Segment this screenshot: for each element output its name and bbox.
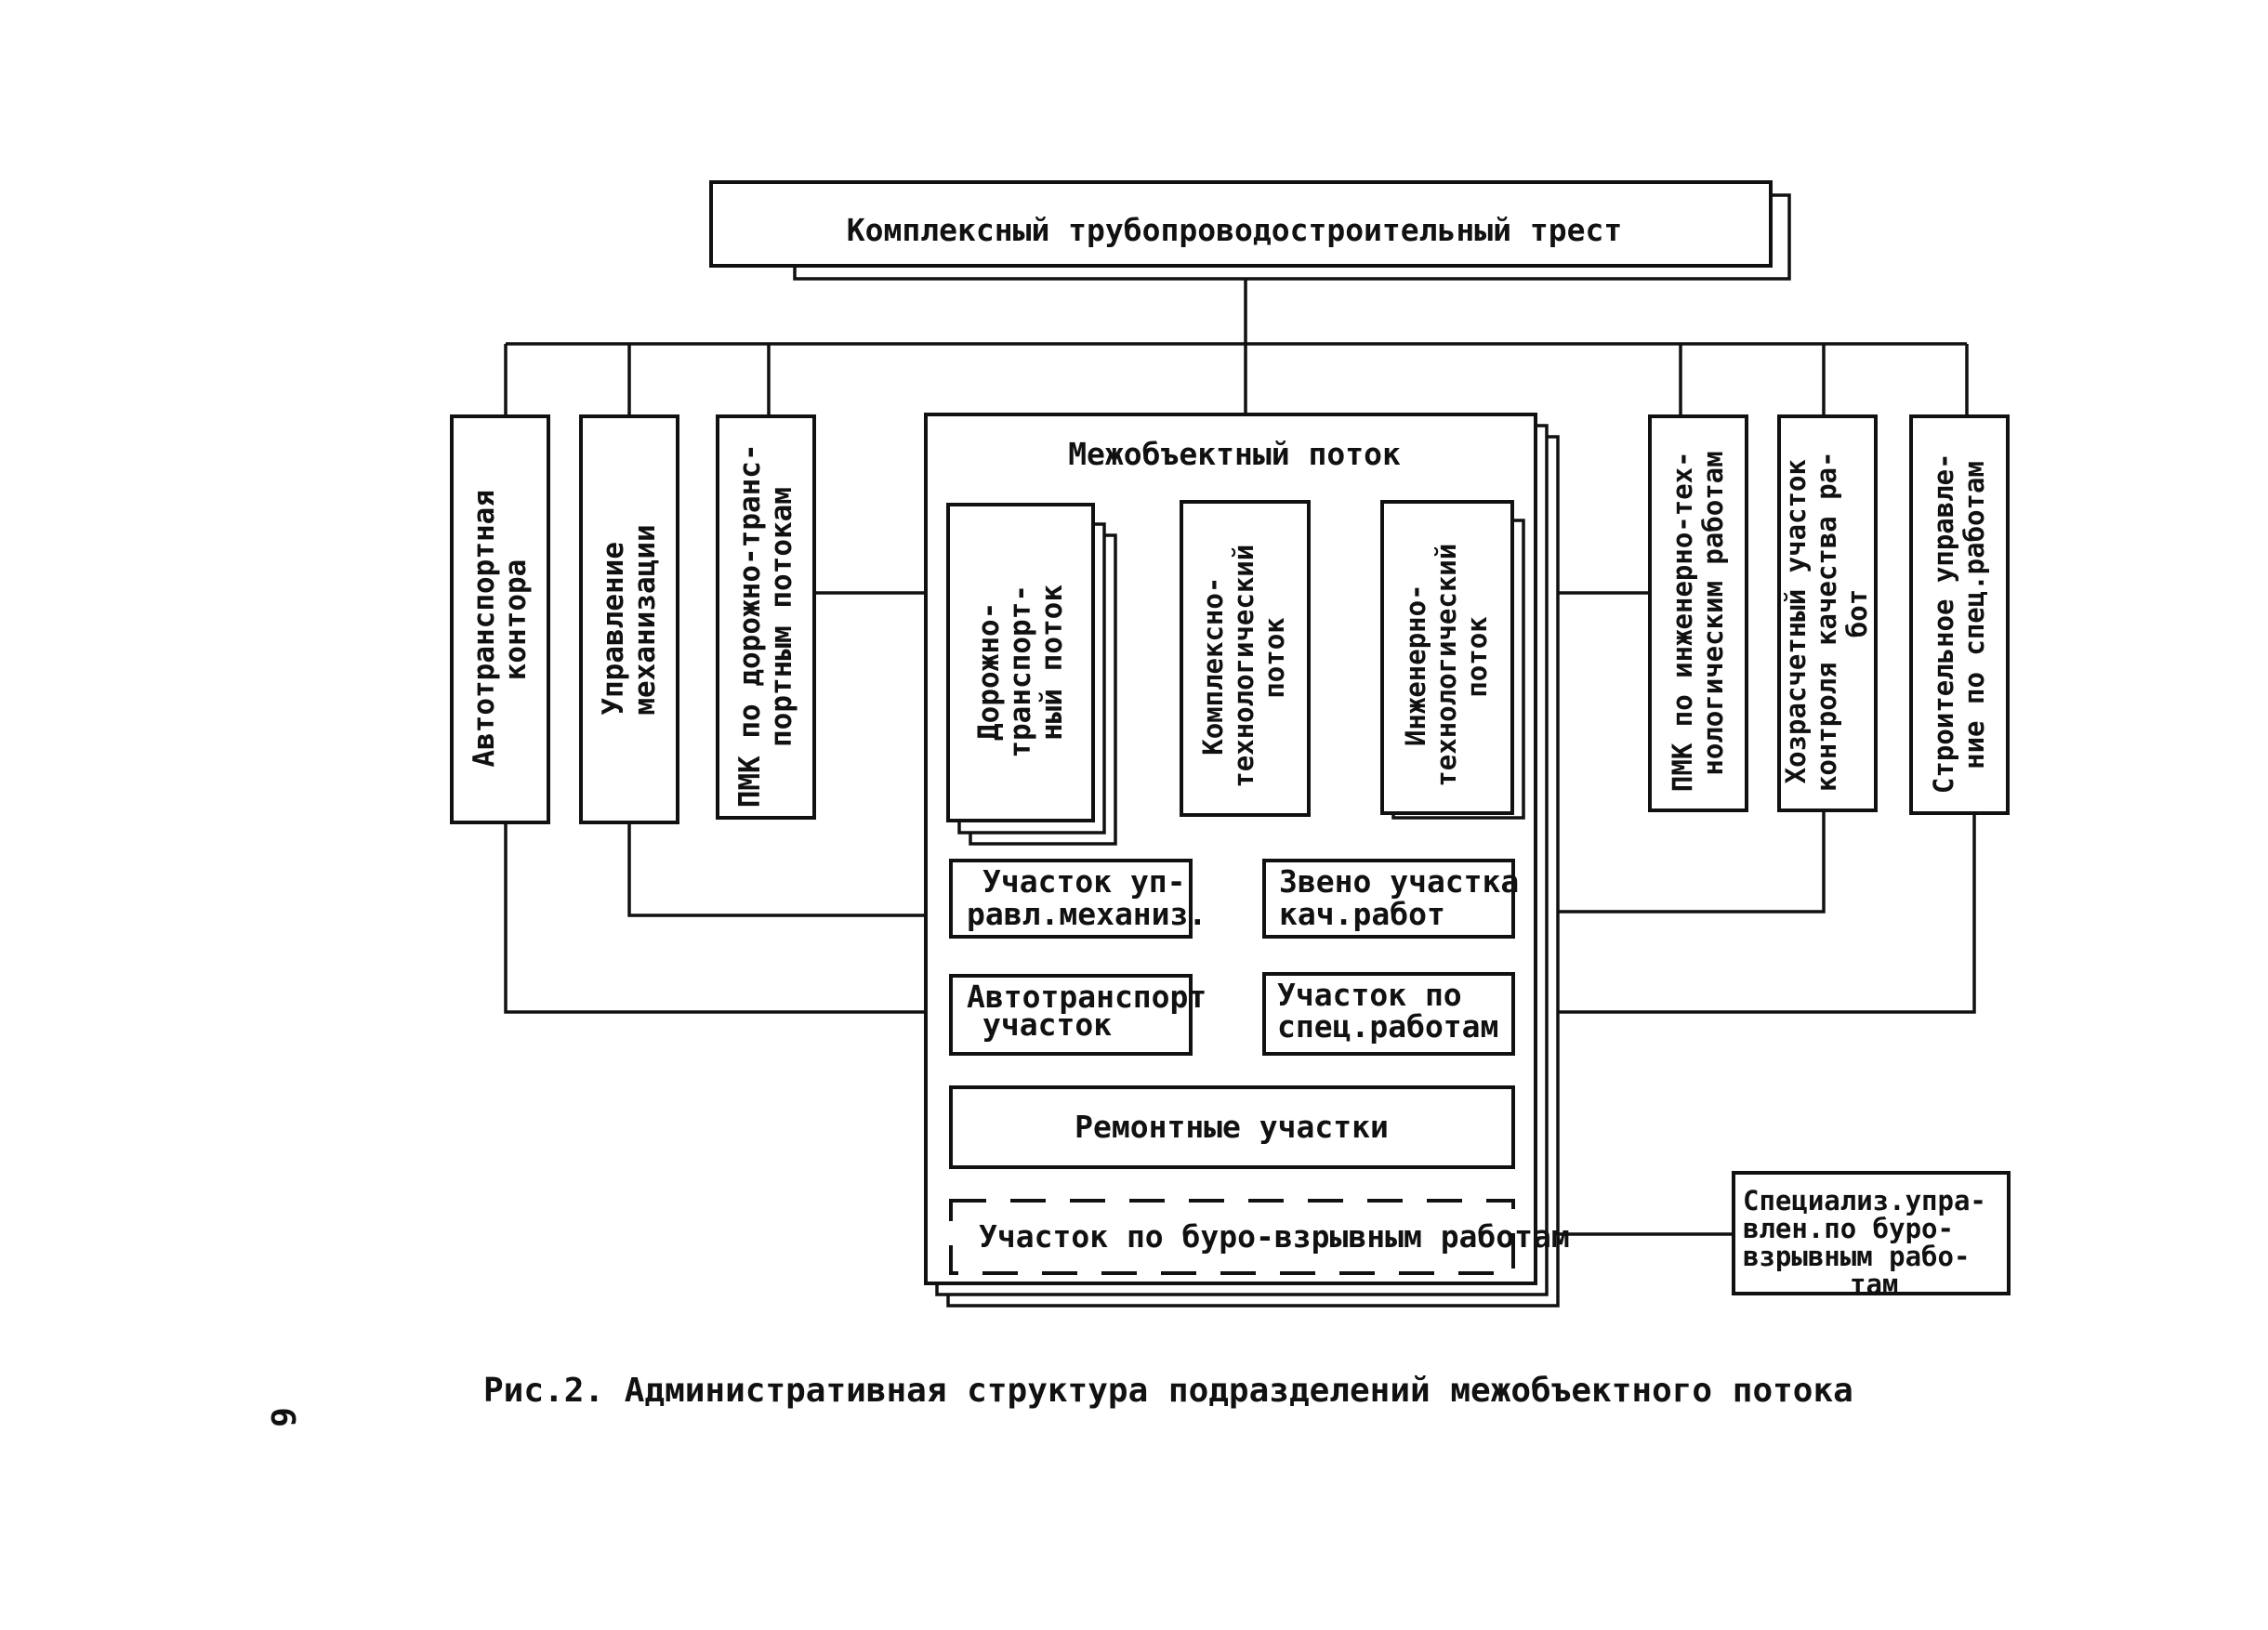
stream-label-line: технологический (1431, 544, 1462, 787)
section-label-line: равл.механиз. (967, 896, 1207, 932)
stream-label-line: транспорт- (1004, 585, 1037, 758)
section-special-works: Участок по спец.работам (1262, 972, 1515, 1056)
left-unit-label-line: контора (499, 559, 533, 681)
external-label-line: там (1850, 1269, 1898, 1300)
section-quality-link: Звено участка кач.работ (1262, 859, 1537, 939)
right-unit-engineering-pmk: ПМК по инженерно-тех- нологическим работ… (1648, 414, 1748, 812)
right-unit-label-line: Хозрасчетный участок (1780, 459, 1812, 783)
right-unit-label-line: бот (1841, 589, 1873, 638)
stream-label-line: поток (1259, 617, 1290, 698)
trust-title: Комплексный трубопроводостроительный тре… (847, 212, 1622, 248)
stream-label-line: технологический (1228, 545, 1259, 788)
section-label-line: участок (982, 1006, 1112, 1043)
repair-label: Ремонтные участки (1075, 1109, 1389, 1145)
svg-text:ПМК по дорожно-транс- по: ПМК по дорожно-транс- портным потокам (733, 427, 798, 808)
right-unit-label-line: контроля качества ра- (1811, 451, 1842, 792)
svg-text:Автотранспортная контора: Автотранспортная контора (468, 472, 533, 767)
left-unit-label-line: ПМК по дорожно-транс- (733, 443, 767, 808)
stream-engineering-technological: Инженерно- технологический поток (1380, 500, 1525, 820)
right-unit-label-line: Строительное управле- (1928, 453, 1959, 794)
section-label-line: Участок по (1277, 977, 1462, 1013)
stream-label-line: поток (1461, 616, 1493, 697)
flow-title: Межобъектный поток (1068, 436, 1401, 472)
stream-label-line: Инженерно- (1400, 584, 1431, 746)
section-label-line: Автотранспорт (967, 979, 1207, 1015)
section-label-line: спец.работам (1277, 1008, 1498, 1045)
left-unit-auto-office: Автотранспортная контора (450, 414, 550, 824)
stream-road-transport: Дорожно- транспорт- ный поток (946, 503, 1117, 846)
svg-text:ПМК по инженерно-тех- но: ПМК по инженерно-тех- нологическим работ… (1667, 435, 1729, 792)
left-unit-label-line: портным потокам (765, 487, 798, 747)
svg-text:Участок уп- равл.механиз: Участок уп- равл.механиз. (967, 863, 1207, 932)
left-unit-label-line: Управление (597, 542, 630, 716)
right-unit-label-line: нологическим работам (1697, 451, 1729, 775)
svg-text:Звено участка кач.работ: Звено участка кач.работ (1279, 863, 1537, 932)
external-label-line: влен.по буро- (1743, 1213, 1954, 1244)
section-repair: Ремонтные участки (949, 1085, 1515, 1169)
svg-text:Управление механизации: Управление механизации (597, 524, 662, 715)
svg-text:Комплексно- технологичес: Комплексно- технологический поток (1197, 528, 1290, 787)
svg-text:Участок по спец.работам: Участок по спец.работам (1277, 977, 1498, 1045)
section-label-line: кач.работ (1279, 896, 1445, 932)
figure-caption: Рис.2. Административная структура подраз… (483, 1372, 1853, 1410)
stream-label-line: ный поток (1035, 585, 1069, 741)
svg-text:Дорожно- транспорт-: Дорожно- транспорт- ный поток (972, 567, 1069, 757)
connector-lines (504, 279, 1976, 1236)
stream-label-line: Дорожно- (972, 602, 1006, 741)
section-mechanization: Участок уп- равл.механиз. (949, 859, 1207, 939)
left-unit-label-line: Автотранспортная (468, 490, 501, 768)
left-unit-mechanization: Управление механизации (579, 414, 679, 824)
svg-text:Инженерно- технологическ: Инженерно- технологический поток (1400, 527, 1493, 786)
left-unit-label-line: механизации (628, 524, 662, 715)
section-label-line: Участок уп- (982, 863, 1186, 900)
external-blasting-management: Специализ.упра- влен.по буро- взрывным р… (1732, 1171, 2011, 1300)
svg-text:Автотранспорт участок: Автотранспорт участок (967, 979, 1225, 1043)
right-unit-special-works: Строительное управле- ние по спец.работа… (1909, 414, 2010, 815)
page-number: 9 (266, 1407, 304, 1427)
right-unit-quality-section: Хозрасчетный участок контроля качества р… (1777, 414, 1878, 812)
section-auto-transport: Автотранспорт участок (949, 974, 1225, 1056)
right-unit-label-line: ПМК по инженерно-тех- (1667, 451, 1698, 792)
external-label-line: взрывным рабо- (1743, 1241, 1970, 1272)
trust-box: Комплексный трубопроводостроительный тре… (709, 180, 1791, 281)
section-blasting: Участок по буро-взрывным работам (949, 1199, 1570, 1275)
blasting-label: Участок по буро-взрывным работам (979, 1218, 1570, 1255)
svg-text:Специализ.упра- влен.по: Специализ.упра- влен.по буро- взрывным р… (1743, 1185, 2002, 1300)
external-label-line: Специализ.упра- (1743, 1185, 1986, 1216)
right-unit-label-line: ние по спец.работам (1958, 461, 1990, 769)
section-label-line: Звено участка (1279, 863, 1519, 900)
svg-text:Строительное управле- ни: Строительное управле- ние по спец.работа… (1928, 437, 1990, 794)
left-unit-road-pmk: ПМК по дорожно-транс- портным потокам (716, 414, 816, 820)
svg-text:Хозрасчетный участок кон: Хозрасчетный участок контроля качества р… (1780, 435, 1873, 792)
stream-complex-technological: Комплексно- технологический поток (1180, 500, 1311, 817)
stream-label-line: Комплексно- (1197, 577, 1229, 756)
